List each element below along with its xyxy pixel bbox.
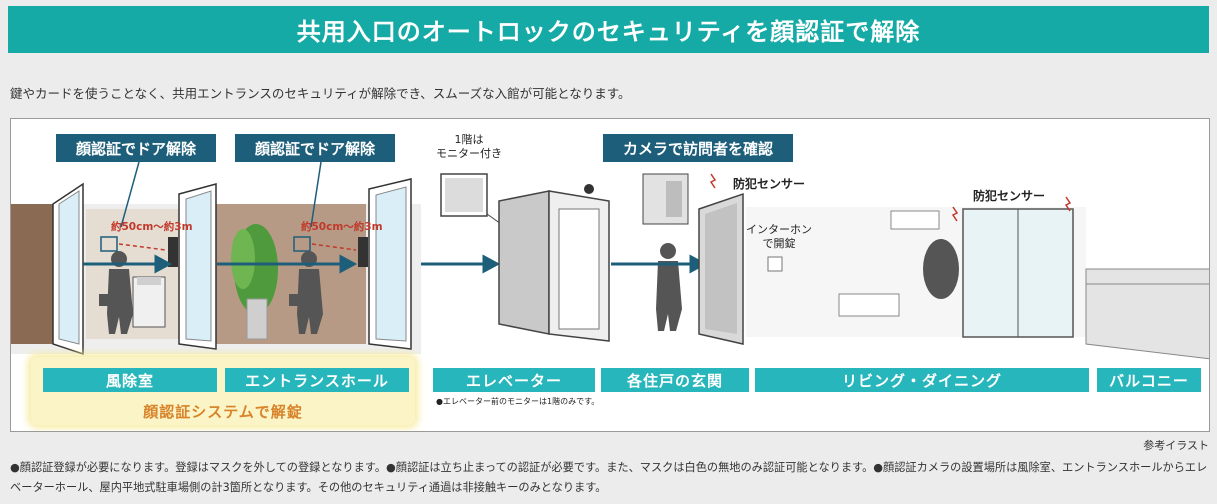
face-system-label: 顔認証システムで解錠 bbox=[143, 403, 303, 421]
footnote: ●顔認証登録が必要になります。登録はマスクを外しての登録となります。●顔認証は立… bbox=[10, 461, 1208, 494]
area-label-living-dining: リビング・ダイニング bbox=[755, 368, 1089, 392]
reference-illustration-label: 参考イラスト bbox=[1143, 439, 1209, 452]
callout-face-unlock-1: 顔認証でドア解除 bbox=[56, 134, 216, 162]
security-sensor-label-1: 防犯センサー bbox=[733, 177, 806, 191]
callout-face-unlock-2: 顔認証でドア解除 bbox=[235, 134, 395, 162]
area-label-entrance-hall: エントランスホール bbox=[225, 368, 409, 392]
area-label-windbreak: 風除室 bbox=[43, 368, 217, 392]
security-sensor-label-2: 防犯センサー bbox=[973, 189, 1046, 203]
monitor-label: 1階は モニター付き bbox=[436, 133, 502, 160]
illustration-scene bbox=[11, 161, 1209, 360]
elevator-note: ●エレベーター前のモニターは1階のみです。 bbox=[436, 397, 600, 406]
area-label-balcony: バルコニー bbox=[1097, 368, 1201, 392]
lead-text: 鍵やカードを使うことなく、共用エントランスのセキュリティが解除でき、スムーズな入… bbox=[10, 86, 631, 101]
illustration-panel: 顔認証でドア解除 顔認証でドア解除 カメラで訪問者を確認 1階は モニター付き … bbox=[10, 118, 1210, 432]
area-label-entrance-door: 各住戸の玄関 bbox=[601, 368, 749, 392]
distance-label-2: 約50cm～約3m bbox=[301, 221, 383, 233]
area-label-elevator: エレベーター bbox=[433, 368, 595, 392]
callout-camera-visitor: カメラで訪問者を確認 bbox=[603, 134, 793, 162]
intercom-label: インターホン で開錠 bbox=[746, 223, 812, 250]
page-title: 共用入口のオートロックのセキュリティを顔認証で解除 bbox=[8, 6, 1209, 53]
distance-label-1: 約50cm～約3m bbox=[111, 221, 193, 233]
